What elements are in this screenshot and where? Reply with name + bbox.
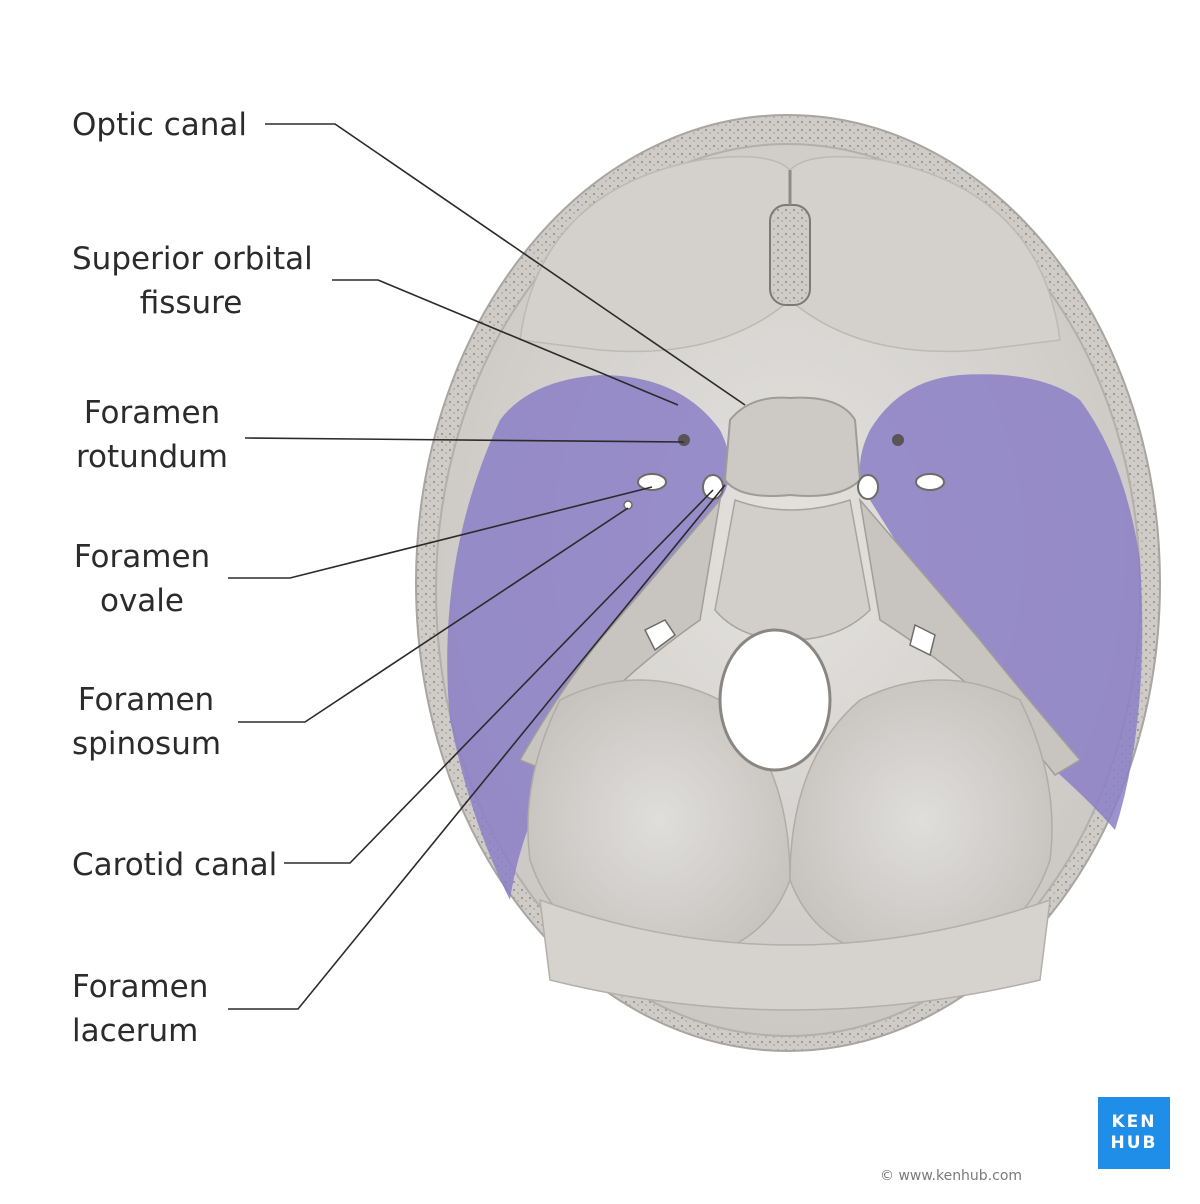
copyright-text: © www.kenhub.com: [880, 1168, 1023, 1184]
petrous-ridge-right: [858, 497, 1082, 776]
label-foramen-spinosum: Foramen spinosum: [72, 678, 222, 766]
kenhub-logo-line1: KEN: [1111, 1112, 1157, 1132]
label-foramen-ovale-line1: Foramen: [73, 539, 211, 575]
label-foramen-rotundum-line2: rotundum: [75, 439, 228, 475]
label-foramen-ovale: Foramen ovale: [72, 535, 212, 623]
leader-line-superior-orbital-fissure: [332, 279, 679, 406]
carotid-canal-hole-left: [702, 474, 724, 500]
kenhub-logo-line2: HUB: [1110, 1133, 1158, 1153]
label-foramen-lacerum: Foramen lacerum: [72, 965, 208, 1053]
label-foramen-rotundum: Foramen rotundum: [72, 391, 232, 479]
label-superior-orbital-fissure: Superior orbital fissure: [72, 237, 313, 325]
label-optic-canal: Optic canal: [72, 103, 247, 147]
label-foramen-spinosum-line2: spinosum: [72, 726, 222, 762]
label-superior-orbital-fissure-line2: fissure: [139, 285, 243, 321]
foramen-magnum: [718, 628, 832, 772]
middle-fossa-left-highlight: [447, 375, 730, 900]
label-foramen-ovale-line2: ovale: [100, 583, 184, 619]
leader-line-foramen-spinosum: [238, 507, 629, 723]
label-foramen-lacerum-line2: lacerum: [72, 1013, 199, 1049]
leader-line-foramen-rotundum: [244, 437, 685, 443]
jugular-foramen-left: [643, 619, 677, 652]
label-superior-orbital-fissure-line1: Superior orbital: [72, 241, 313, 277]
leader-lines: [228, 123, 746, 1010]
carotid-canal-hole-right: [857, 474, 879, 500]
foramen-rotundum-hole-left: [678, 434, 690, 446]
posterior-fossa-left: [527, 679, 791, 961]
label-foramen-spinosum-line1: Foramen: [77, 682, 215, 718]
label-optic-canal-line1: Optic canal: [72, 107, 248, 143]
leader-line-foramen-lacerum: [228, 484, 726, 1010]
leader-line-carotid-canal: [284, 489, 714, 864]
jugular-foramen-right: [909, 623, 936, 657]
label-foramen-rotundum-line1: Foramen: [83, 395, 221, 431]
anterior-fossa-right: [789, 155, 1061, 353]
cribriform-plate: [769, 204, 811, 306]
kenhub-logo: KEN HUB: [1098, 1097, 1170, 1169]
label-carotid-canal: Carotid canal: [72, 843, 277, 887]
label-carotid-canal-line1: Carotid canal: [72, 847, 278, 883]
anterior-fossa-left: [519, 155, 791, 353]
sphenoid-body: [723, 396, 862, 497]
foramen-ovale-hole-right: [915, 473, 945, 491]
foramen-ovale-hole-left: [637, 473, 667, 491]
leader-line-optic-canal: [265, 123, 746, 406]
label-foramen-lacerum-line1: Foramen: [72, 969, 209, 1005]
foramen-rotundum-hole-right: [892, 434, 904, 446]
foramen-spinosum-hole-left: [623, 500, 633, 510]
leader-line-foramen-ovale: [228, 486, 653, 579]
clivus: [714, 498, 871, 641]
occipital-base: [539, 898, 1051, 1011]
posterior-fossa-right: [789, 679, 1053, 961]
